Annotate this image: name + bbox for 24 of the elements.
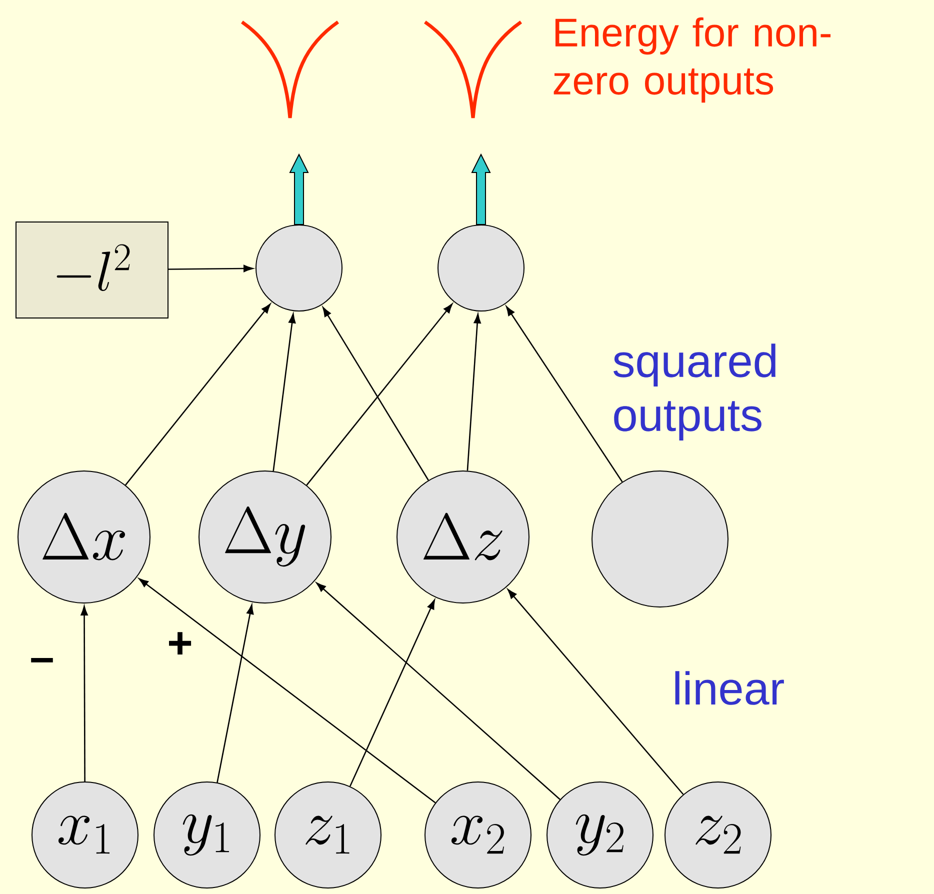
- arrow: [125, 304, 271, 486]
- note-text: Energy for non-zero outputs: [554, 17, 830, 103]
- neuron-circle: [256, 224, 342, 312]
- formula-box: $-l^2$: [16, 222, 168, 318]
- arrow: [349, 600, 435, 787]
- arrow: [466, 314, 481, 471]
- output-arrow: [289, 153, 309, 225]
- arrow: [506, 306, 623, 482]
- arrow: [316, 582, 560, 800]
- arrow: [80, 606, 88, 782]
- neuron-circle: [438, 224, 524, 312]
- sign-label: –: [31, 658, 53, 662]
- note-text: squared outputs: [614, 344, 776, 440]
- neuron-circle: [592, 470, 728, 608]
- note-text: linear: [675, 671, 784, 705]
- arrow: [216, 604, 254, 783]
- arrow: [322, 307, 429, 481]
- arrow: [508, 589, 684, 795]
- arrow: [306, 304, 453, 486]
- arrow: [168, 264, 254, 272]
- sign-label: +: [169, 632, 192, 654]
- arrow: [272, 313, 296, 472]
- output-arrow: [471, 153, 491, 225]
- arrow: [138, 578, 436, 804]
